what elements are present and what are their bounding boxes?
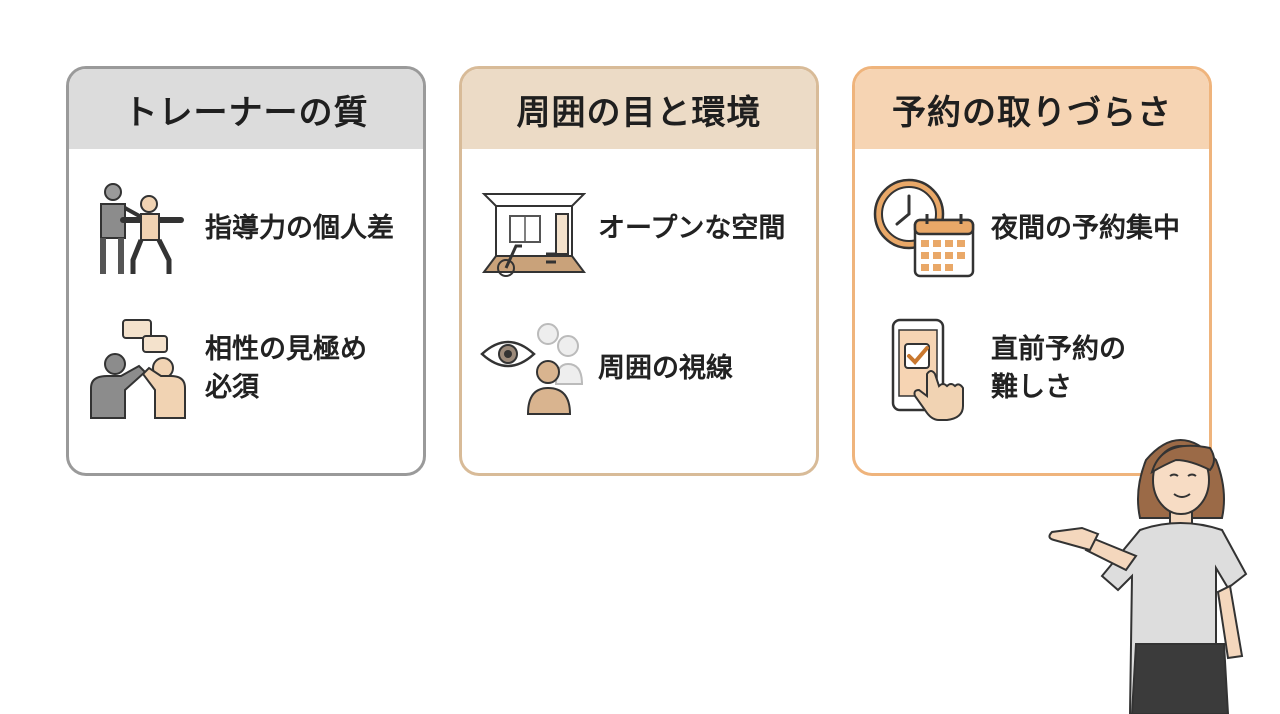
presenter-woman-illustration bbox=[1048, 439, 1248, 714]
watching-eye-icon bbox=[480, 323, 584, 415]
item-label: 直前予約の 難しさ bbox=[991, 334, 1126, 403]
card-title: トレーナーの質 bbox=[69, 69, 423, 149]
conversation-handshake-icon bbox=[90, 319, 186, 419]
smartphone-booking-icon bbox=[891, 318, 964, 421]
card-trainer-quality: トレーナーの質 指導力の個人差 相性の見極め 必須 bbox=[66, 66, 426, 476]
list-item: オープンな空間 bbox=[462, 174, 816, 284]
list-item: 夜間の予約集中 bbox=[855, 174, 1209, 284]
card-title: 周囲の目と環境 bbox=[462, 69, 816, 149]
item-label: 指導力の個人差 bbox=[205, 213, 394, 244]
clock-calendar-icon bbox=[873, 178, 975, 278]
card-booking-difficulty: 予約の取りづらさ 夜間の予約集中 直前予約の 難しさ bbox=[852, 66, 1212, 476]
list-item: 指導力の個人差 bbox=[69, 174, 423, 284]
item-label: オープンな空間 bbox=[598, 213, 786, 244]
item-label: 夜間の予約集中 bbox=[991, 213, 1180, 244]
item-label: 相性の見極め 必須 bbox=[205, 334, 367, 403]
trainer-coaching-icon bbox=[100, 183, 184, 274]
list-item: 周囲の視線 bbox=[462, 314, 816, 424]
card-title: 予約の取りづらさ bbox=[855, 69, 1209, 149]
list-item: 相性の見極め 必須 bbox=[69, 314, 423, 424]
open-gym-space-icon bbox=[481, 193, 586, 277]
item-label: 周囲の視線 bbox=[598, 353, 733, 384]
card-surroundings-environment: 周囲の目と環境 オープンな空間 周囲の視線 bbox=[459, 66, 819, 476]
list-item: 直前予約の 難しさ bbox=[855, 314, 1209, 424]
